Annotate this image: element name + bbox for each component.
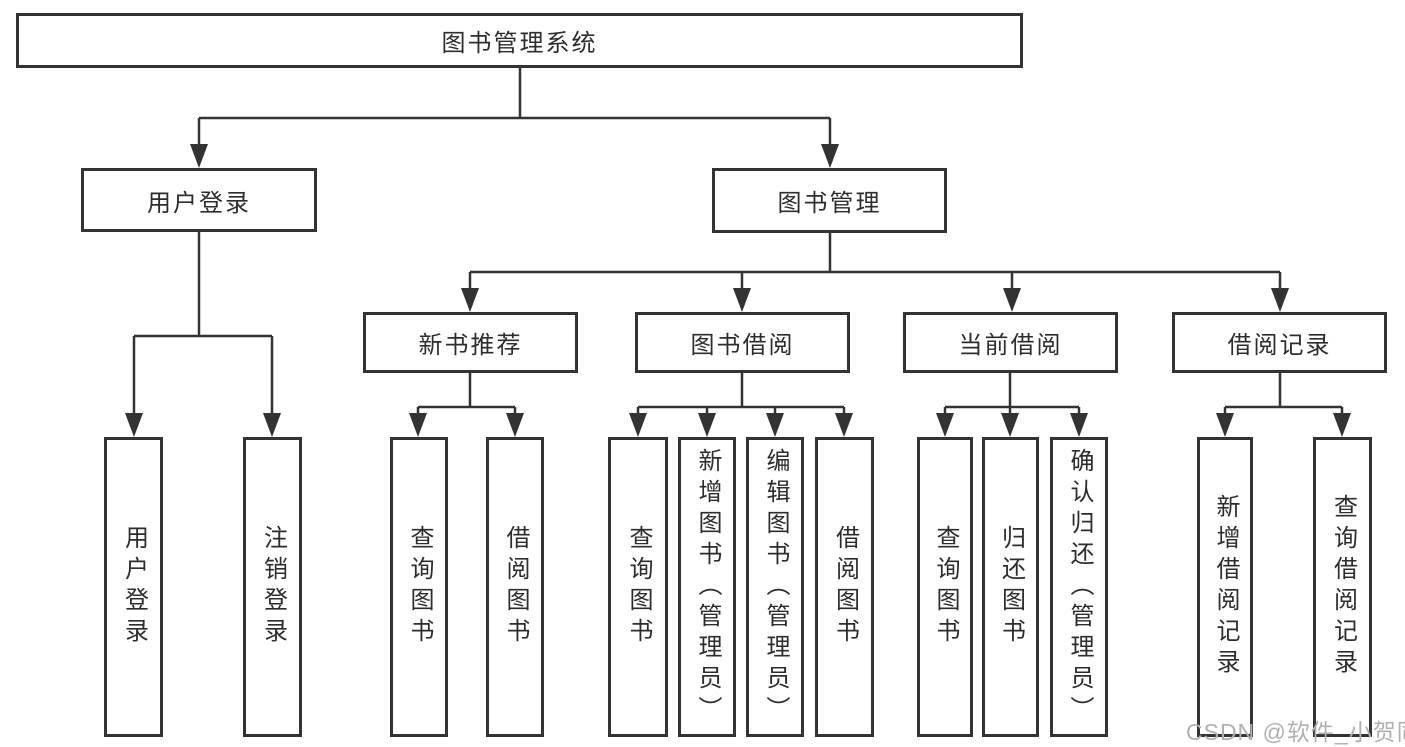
leaf-user-login: 用户登录 [104, 437, 163, 737]
leaf-cb-return-book: 归还图书 [982, 437, 1039, 737]
leaf-br-query-record-label: 查询借阅记录 [1329, 494, 1357, 680]
leaf-bb-add-book-admin: 新增图书（管理员） [678, 437, 736, 737]
leaf-logout-label: 注销登录 [259, 525, 287, 649]
leaf-bb-edit-book-admin: 编辑图书（管理员） [746, 437, 804, 737]
leaf-nbr-query-book-label: 查询图书 [406, 525, 433, 649]
node-book-management: 图书管理 [712, 168, 947, 233]
leaf-bb-borrow-book: 借阅图书 [815, 437, 874, 737]
leaf-bb-edit-book-admin-label: 编辑图书（管理员） [762, 447, 789, 727]
csdn-watermark: CSDN @软件_小贺同学 [1186, 719, 1405, 745]
node-borrow-record-label: 借阅记录 [1227, 332, 1332, 359]
node-user-login: 用户登录 [81, 168, 317, 232]
node-root: 图书管理系统 [16, 13, 1023, 68]
node-new-book-recommend: 新书推荐 [363, 312, 578, 373]
node-book-borrow-label: 图书借阅 [690, 332, 795, 359]
leaf-nbr-borrow-book-label: 借阅图书 [502, 525, 529, 649]
leaf-cb-confirm-return-admin-label: 确认归还（管理员） [1066, 447, 1093, 727]
node-current-borrow: 当前借阅 [903, 312, 1118, 373]
node-root-label: 图书管理系统 [441, 30, 598, 57]
leaf-br-query-record: 查询借阅记录 [1313, 437, 1372, 737]
node-current-borrow-label: 当前借阅 [958, 332, 1063, 359]
leaf-bb-query-book: 查询图书 [608, 437, 668, 737]
leaf-cb-query-book: 查询图书 [917, 437, 973, 737]
arrowheads [125, 144, 1351, 437]
leaf-bb-query-book-label: 查询图书 [625, 525, 652, 649]
leaf-cb-confirm-return-admin: 确认归还（管理员） [1050, 437, 1108, 737]
node-new-book-recommend-label: 新书推荐 [418, 332, 523, 359]
node-user-login-label: 用户登录 [147, 189, 251, 217]
leaf-cb-query-book-label: 查询图书 [932, 525, 959, 649]
leaf-bb-borrow-book-label: 借阅图书 [831, 525, 859, 649]
leaf-nbr-query-book: 查询图书 [390, 437, 448, 737]
node-book-management-label: 图书管理 [777, 190, 882, 217]
node-borrow-record: 借阅记录 [1172, 312, 1387, 373]
leaf-br-add-record-label: 新增借阅记录 [1212, 494, 1239, 680]
leaf-logout: 注销登录 [243, 437, 302, 737]
leaf-user-login-label: 用户登录 [120, 525, 148, 649]
leaf-nbr-borrow-book: 借阅图书 [486, 437, 544, 737]
leaf-cb-return-book-label: 归还图书 [997, 525, 1025, 649]
node-book-borrow: 图书借阅 [635, 312, 850, 373]
leaf-bb-add-book-admin-label: 新增图书（管理员） [694, 447, 721, 727]
leaf-br-add-record: 新增借阅记录 [1197, 437, 1253, 737]
